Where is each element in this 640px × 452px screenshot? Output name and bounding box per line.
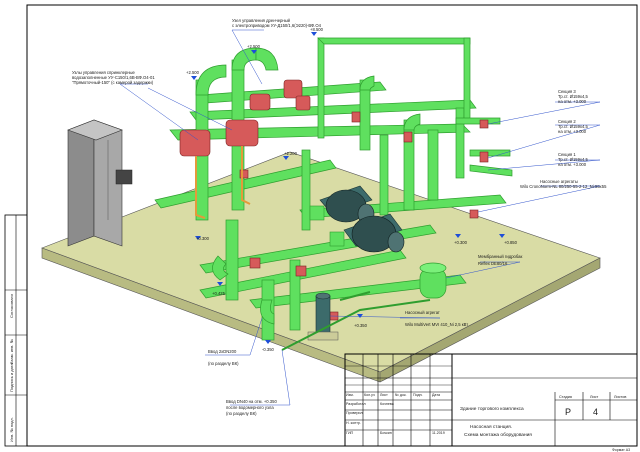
stamp-label-inv: Инв. № подл. — [9, 417, 14, 442]
stamp-label-sign: Подпись и дата — [9, 362, 14, 392]
elevation-marks: +8.500 +2.500 +2.500 +2.200 +0.300 +0.42… — [186, 27, 518, 352]
drain-lines — [281, 291, 431, 351]
elev-mark: +8.500 — [310, 27, 324, 36]
callout-deluge-line-1: Узел управления дренчерный — [232, 18, 291, 23]
tb-stage-header: Стадия — [559, 395, 572, 399]
bypass-lines — [195, 146, 251, 219]
control-cabinet — [67, 119, 133, 247]
callout-inlet-line-1: Ввод 2хDN200 — [208, 349, 237, 354]
stamp-label-agreed: Согласовано — [9, 293, 14, 318]
tb-role-checked: Проверил — [346, 411, 363, 415]
tb-header-list: Лист — [380, 393, 388, 397]
stamp-label-replace: Взам. инв. № — [9, 339, 14, 364]
elev-label: +0.425 — [212, 291, 226, 296]
tb-name-developed: Кочнева — [380, 402, 394, 406]
base-slab-side — [379, 257, 601, 383]
elev-mark: +2.500 — [186, 70, 200, 80]
elev-label: +0.300 — [196, 236, 210, 241]
membrane-tank — [419, 262, 447, 299]
elev-label: +2.500 — [186, 70, 200, 75]
elev-mark: +2.500 — [247, 44, 261, 54]
leader-lines — [119, 29, 601, 406]
elev-label: +0.850 — [504, 240, 518, 245]
tb-project: Здание торгового комплекса — [460, 406, 524, 412]
elev-label: +0.300 — [454, 240, 468, 245]
callout-section3-line-3: на отм. +3.000 — [558, 99, 587, 104]
callout-dn40-line-1: Ввод DN40 на отм. +0.350 — [226, 399, 277, 404]
callout-jockey-line-2: Wilo MultiVert MVI 410_Ni 2,5 кВт — [405, 322, 468, 327]
tb-sheet-header: Лист — [590, 395, 599, 399]
elev-mark: -0.350 — [262, 340, 275, 352]
callout-tank-line-1: Мембранный гидробак — [478, 254, 522, 259]
tb-header-izm: Изм. — [346, 393, 354, 397]
elev-label: +0.350 — [354, 323, 368, 328]
callout-deluge-line-2: с электроприводом УУ-Д150/1,6(Э220)-ВФ.О… — [232, 23, 322, 28]
isometric-drawing — [41, 37, 601, 383]
callout-section1-line-2: Тр.ст. Ø159х4,5 — [558, 157, 589, 162]
elev-mark: +0.300 — [195, 236, 210, 241]
pipe-elbows — [195, 47, 421, 325]
callout-sprinkler-line-2: водозаполненные УУ-С150/1,6В-ВФ.О4-01 — [72, 75, 155, 80]
callout-dn40-line-2: после водомерного узла — [226, 405, 274, 410]
tb-role-norm: Н. контр. — [346, 421, 361, 425]
elev-mark: +0.425 — [212, 282, 226, 296]
callout-section3-line-1: Секция 3 — [558, 89, 576, 94]
callout-section2-line-3: на отм. +3.000 — [558, 129, 587, 134]
elev-mark: +0.350 — [354, 314, 368, 328]
elev-mark: +2.200 — [283, 151, 298, 160]
callout-pumps-line-1: Насосные агрегаты — [540, 179, 578, 184]
callout-sprinkler-line-1: Узлы управления спринклерные — [72, 70, 136, 75]
elev-mark: +0.850 — [499, 234, 518, 245]
tb-drawing-title-2: Схема монтажа оборудования — [464, 432, 532, 438]
pump-unit-2 — [329, 213, 405, 253]
callout-tank-line-2: Reflex DE80/16 — [478, 261, 508, 266]
tb-stage-value: Р — [565, 407, 571, 417]
elev-label: +2.500 — [247, 44, 261, 49]
tb-role-developed: Разработал — [346, 402, 366, 406]
tb-header-date: Дата — [432, 393, 440, 397]
tb-date-gip: 11.2019 — [432, 431, 445, 435]
callout-section3-line-2: Тр.ст. Ø159х4,5 — [558, 94, 589, 99]
tb-header-sign: Подп. — [413, 393, 423, 397]
callout-sprinkler-line-3: "Прямоточный-150" (с камерой задержки) — [72, 80, 154, 85]
title-block-text: Изм. Кол.уч Лист № док. Подп. Дата Разра… — [346, 393, 630, 452]
tb-role-gip: ГИП — [346, 431, 354, 435]
tb-drawing-title-1: Насосная станция. — [470, 424, 512, 430]
tb-sheets-header: Листов — [614, 395, 626, 399]
callout-dn40-line-3: (по разделу ВК) — [226, 411, 257, 416]
elev-label: +8.500 — [310, 27, 324, 32]
callout-section1-line-1: Секция 1 — [558, 152, 576, 157]
tb-header-kol: Кол.уч — [364, 393, 375, 397]
callout-section2-line-2: Тр.ст. Ø159х4,5 — [558, 124, 589, 129]
callout-jockey-line-1: Насосный агрегат — [405, 310, 440, 315]
side-stamp: Согласовано Взам. инв. № Подпись и дата … — [4, 214, 28, 447]
callout-section2-line-1: Секция 2 — [558, 119, 576, 124]
callout-section1-line-3: на отм. +3.000 — [558, 162, 587, 167]
sheet-format: Формат А3 — [612, 448, 630, 452]
tb-sheet-value: 4 — [593, 407, 598, 417]
elev-mark: +0.300 — [454, 234, 468, 245]
callout-inlet-line-2: (по разделу ВК) — [208, 361, 239, 366]
callout-pumps-line-2: Wilo CronoNorm-NL 80/250-55-2-12_Ni-55x5… — [520, 184, 607, 189]
elev-label: -0.350 — [262, 347, 275, 352]
elev-label: +2.200 — [284, 151, 298, 156]
callout-texts: Узел управления дренчерный с электроприв… — [72, 18, 607, 416]
title-block — [344, 353, 638, 447]
tb-name-gip: Бочкин — [380, 431, 392, 435]
tb-header-doc: № док. — [395, 393, 407, 397]
